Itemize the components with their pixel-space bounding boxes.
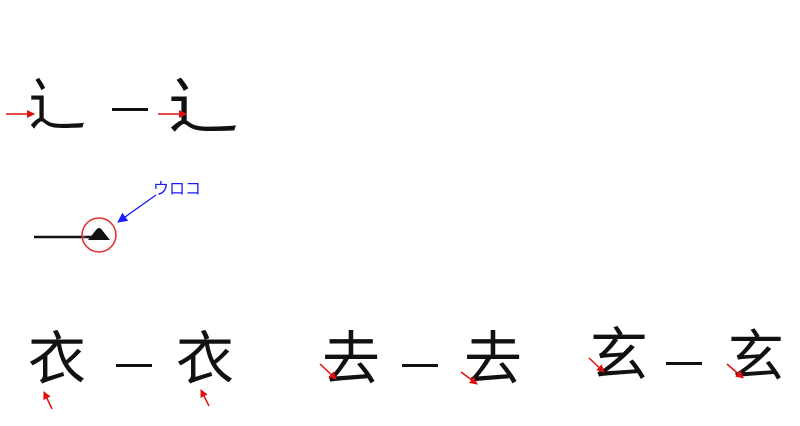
clothes-dash	[116, 364, 152, 367]
mystic-dash	[666, 362, 702, 365]
leave-dash	[402, 364, 438, 367]
leave-right-glyph: 去	[464, 325, 523, 393]
clothes-left-arrow	[43, 391, 53, 410]
uroko-scale-shape	[88, 228, 110, 240]
uroko-pointer-arrow	[117, 194, 157, 223]
uroko-label: ウロコ	[153, 179, 202, 198]
uroko-highlight-circle	[81, 217, 117, 253]
shinnyo-dash	[112, 108, 148, 111]
clothes-left-glyph: 衣	[28, 325, 87, 393]
shinnyo-left-glyph: 辶	[28, 71, 87, 139]
leave-left-glyph: 去	[322, 325, 381, 393]
shinnyo-right-glyph: 辶	[167, 70, 239, 143]
mystic-left-glyph: 玄	[590, 321, 649, 389]
clothes-right-glyph: 衣	[176, 325, 235, 393]
mystic-right-glyph: 玄	[728, 325, 784, 390]
